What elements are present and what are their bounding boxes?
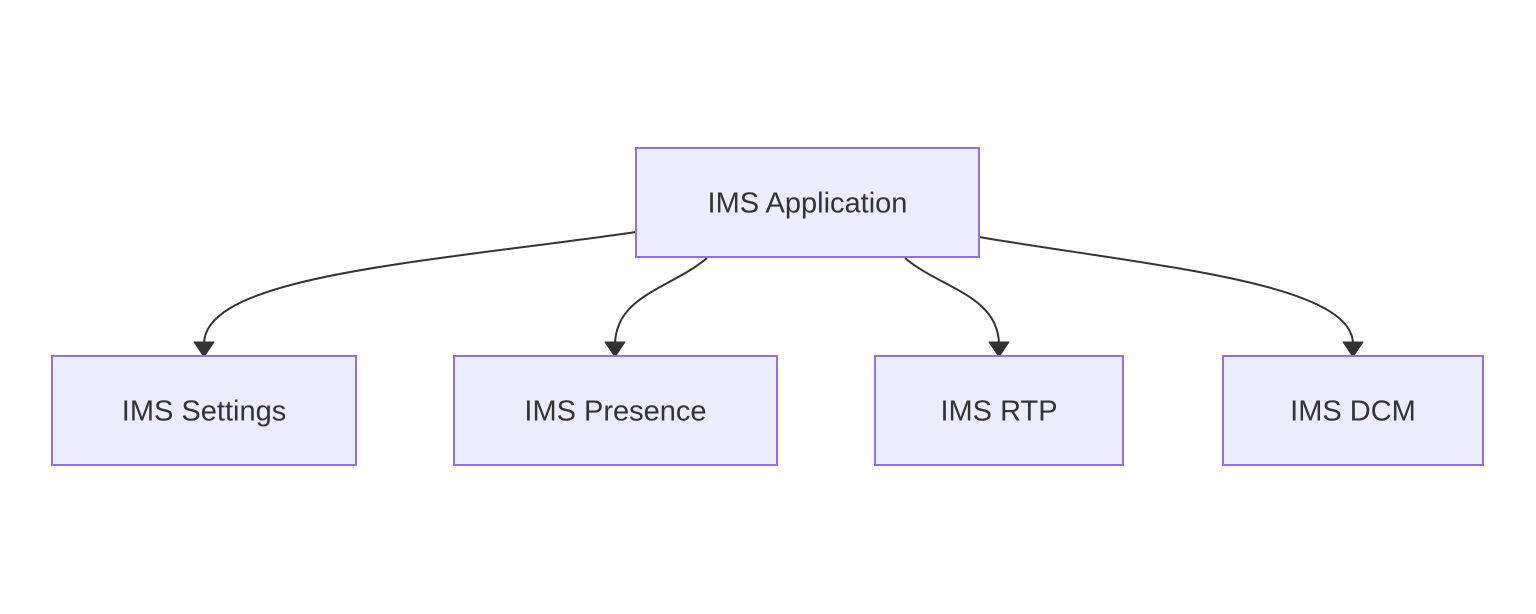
node-ims-settings: IMS Settings xyxy=(51,355,357,466)
edge-application-to-dcm xyxy=(978,236,1354,345)
node-label-ims-application: IMS Application xyxy=(708,188,908,220)
edge-application-to-settings xyxy=(203,231,637,345)
node-box-ims-presence xyxy=(453,355,778,466)
node-box-ims-rtp xyxy=(874,355,1124,466)
arrowhead-settings-icon xyxy=(193,341,215,358)
arrowhead-rtp-icon xyxy=(988,341,1010,358)
arrowhead-presence-icon xyxy=(604,341,626,358)
edge-application-to-presence xyxy=(614,257,708,345)
node-label-ims-presence: IMS Presence xyxy=(524,396,706,428)
node-label-ims-rtp: IMS RTP xyxy=(940,396,1057,428)
node-label-ims-settings: IMS Settings xyxy=(122,396,286,428)
node-box-ims-application xyxy=(635,147,980,258)
node-ims-rtp: IMS RTP xyxy=(874,355,1124,466)
arrowhead-dcm-icon xyxy=(1342,341,1364,358)
node-ims-presence: IMS Presence xyxy=(453,355,778,466)
node-ims-dcm: IMS DCM xyxy=(1222,355,1484,466)
node-box-ims-dcm xyxy=(1222,355,1484,466)
node-label-ims-dcm: IMS DCM xyxy=(1290,396,1416,428)
edge-group xyxy=(193,231,1364,358)
node-ims-application: IMS Application xyxy=(635,147,980,258)
node-box-ims-settings xyxy=(51,355,357,466)
edge-application-to-rtp xyxy=(904,257,1000,345)
